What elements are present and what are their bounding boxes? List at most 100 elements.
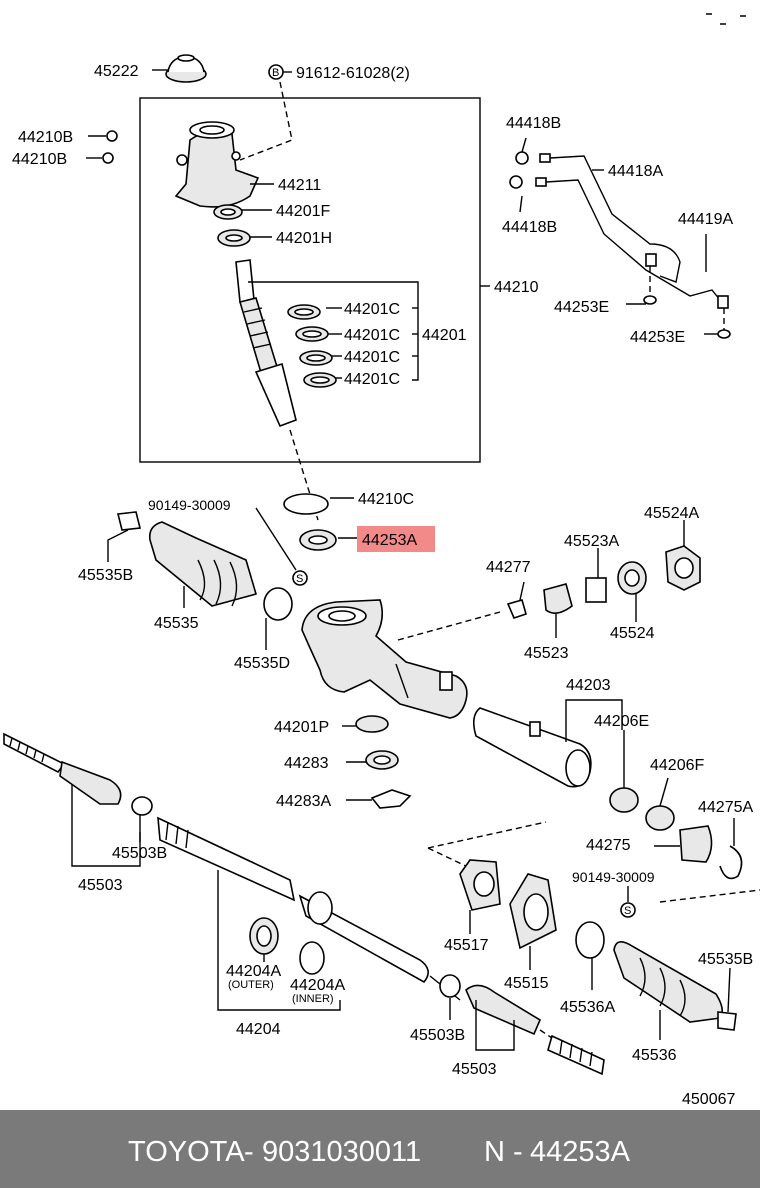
label-44201h: 44201H bbox=[276, 230, 332, 247]
ring-44283a bbox=[370, 789, 412, 809]
label-45536a: 45536A bbox=[560, 999, 615, 1016]
label-45515: 45515 bbox=[504, 975, 549, 992]
screw-s-icon-1 bbox=[292, 570, 308, 586]
lock-nut-45503b-2 bbox=[439, 974, 461, 998]
gasket-44253e-1 bbox=[643, 295, 657, 305]
label-44210c: 44210C bbox=[358, 491, 414, 508]
cylinder-tube-44203 bbox=[472, 707, 592, 788]
ring-44204a-inner bbox=[299, 941, 325, 975]
seal-44275 bbox=[679, 825, 713, 863]
highlight-44253a bbox=[357, 526, 435, 552]
bolt-b-letter: B bbox=[272, 67, 279, 79]
footer-part-number: 9031030011 bbox=[262, 1136, 422, 1168]
label-45503-1: 45503 bbox=[78, 877, 123, 894]
label-44204: 44204 bbox=[236, 1021, 281, 1038]
label-44253e-1: 44253E bbox=[554, 299, 609, 316]
label-44275: 44275 bbox=[586, 837, 631, 854]
label-44275a: 44275A bbox=[698, 799, 753, 816]
label-outer: (OUTER) bbox=[228, 979, 274, 991]
label-91612: 91612-61028(2) bbox=[296, 65, 410, 82]
rack-housing bbox=[301, 599, 468, 719]
footer-separator-2: - bbox=[513, 1136, 523, 1168]
label-44201c-3: 44201C bbox=[344, 349, 400, 366]
clamp-45535b-1 bbox=[117, 511, 141, 531]
nut-44418b-1 bbox=[515, 151, 529, 165]
nut-44210b-1 bbox=[106, 130, 118, 142]
screw-s-icon-2 bbox=[620, 902, 636, 918]
label-44253a: 44253A bbox=[362, 532, 417, 549]
label-44210b-1: 44210B bbox=[18, 129, 73, 146]
label-45517: 45517 bbox=[444, 937, 489, 954]
bracket-45515 bbox=[509, 873, 557, 950]
label-44204a-1: 44204A bbox=[226, 963, 281, 980]
snap-ring-44275a bbox=[719, 845, 743, 880]
clamp-45535b-2 bbox=[717, 1011, 737, 1031]
label-44203: 44203 bbox=[566, 677, 611, 694]
label-45222: 45222 bbox=[94, 63, 139, 80]
seal-44201p bbox=[355, 715, 389, 733]
label-44253e-2: 44253E bbox=[630, 329, 685, 346]
tie-rod-end-right bbox=[465, 984, 605, 1076]
o-ring-44210c bbox=[283, 493, 329, 515]
label-44201p: 44201P bbox=[274, 719, 329, 736]
label-45523a: 45523A bbox=[564, 533, 619, 550]
nut-44418b-2 bbox=[509, 175, 523, 189]
bushing-44206f bbox=[645, 805, 675, 831]
footer-n: N bbox=[484, 1136, 505, 1168]
clamp-45535d bbox=[263, 587, 293, 621]
bushing-44206e bbox=[609, 787, 639, 813]
footer-maker: TOYOTA bbox=[128, 1136, 245, 1168]
label-45535b-1: 45535B bbox=[78, 567, 133, 584]
label-45523: 45523 bbox=[524, 645, 569, 662]
label-44201c-1: 44201C bbox=[344, 301, 400, 318]
boot-45535 bbox=[148, 521, 257, 607]
label-44211: 44211 bbox=[278, 177, 321, 194]
label-44418a: 44418A bbox=[608, 163, 663, 180]
label-44201: 44201 bbox=[422, 327, 467, 344]
bracket-45517 bbox=[459, 859, 501, 911]
guide-44277 bbox=[506, 599, 527, 619]
label-90149-1: 90149-30009 bbox=[148, 497, 231, 513]
label-45503-2: 45503 bbox=[452, 1061, 497, 1078]
lock-nut-45503b-1 bbox=[131, 796, 153, 816]
steering-gear-box-outline bbox=[139, 97, 481, 463]
label-44204a-2: 44204A bbox=[290, 977, 345, 994]
cap-45222 bbox=[165, 54, 207, 83]
label-44206f: 44206F bbox=[650, 757, 704, 774]
screw-s-letter-1: S bbox=[296, 573, 303, 585]
label-44418b-2: 44418B bbox=[502, 219, 557, 236]
label-44201c-4: 44201C bbox=[344, 371, 400, 388]
label-45524a: 45524A bbox=[644, 505, 699, 522]
footer-reference: 44253A bbox=[530, 1136, 630, 1168]
clamp-45536a bbox=[575, 921, 605, 959]
parts-diagram: B bbox=[3, 13, 760, 1108]
label-44283: 44283 bbox=[284, 755, 329, 772]
spring-45523a bbox=[585, 577, 607, 603]
label-45503b-2: 45503B bbox=[410, 1027, 465, 1044]
label-45535b-2: 45535B bbox=[698, 951, 753, 968]
label-inner: (INNER) bbox=[292, 993, 334, 1005]
nut-44210b-2 bbox=[102, 152, 114, 164]
part-info-footer: TOYOTA - 9031030011 N - 44253A bbox=[0, 1110, 760, 1188]
label-45524: 45524 bbox=[610, 625, 655, 642]
label-45535d: 45535D bbox=[234, 655, 290, 672]
label-44283a: 44283A bbox=[276, 793, 331, 810]
tie-rod-end-left bbox=[3, 732, 122, 805]
label-45536: 45536 bbox=[632, 1047, 677, 1064]
label-44418b-1: 44418B bbox=[506, 115, 561, 132]
label-44210b-2: 44210B bbox=[12, 151, 67, 168]
label-44277: 44277 bbox=[486, 559, 531, 576]
valve-housing-44211 bbox=[174, 121, 260, 208]
label-44206e: 44206E bbox=[594, 713, 649, 730]
label-44419a: 44419A bbox=[678, 211, 733, 228]
pipe-44418a bbox=[535, 153, 729, 309]
label-450067: 450067 bbox=[682, 1091, 735, 1108]
label-44210: 44210 bbox=[494, 279, 539, 296]
label-44201f: 44201F bbox=[276, 203, 330, 220]
input-shaft bbox=[235, 259, 297, 428]
label-44201c-2: 44201C bbox=[344, 327, 400, 344]
rack-bar bbox=[157, 816, 429, 984]
rack-guide-45523 bbox=[543, 583, 573, 614]
screw-s-letter-2: S bbox=[624, 905, 631, 917]
gasket-44253e-2 bbox=[717, 329, 731, 339]
